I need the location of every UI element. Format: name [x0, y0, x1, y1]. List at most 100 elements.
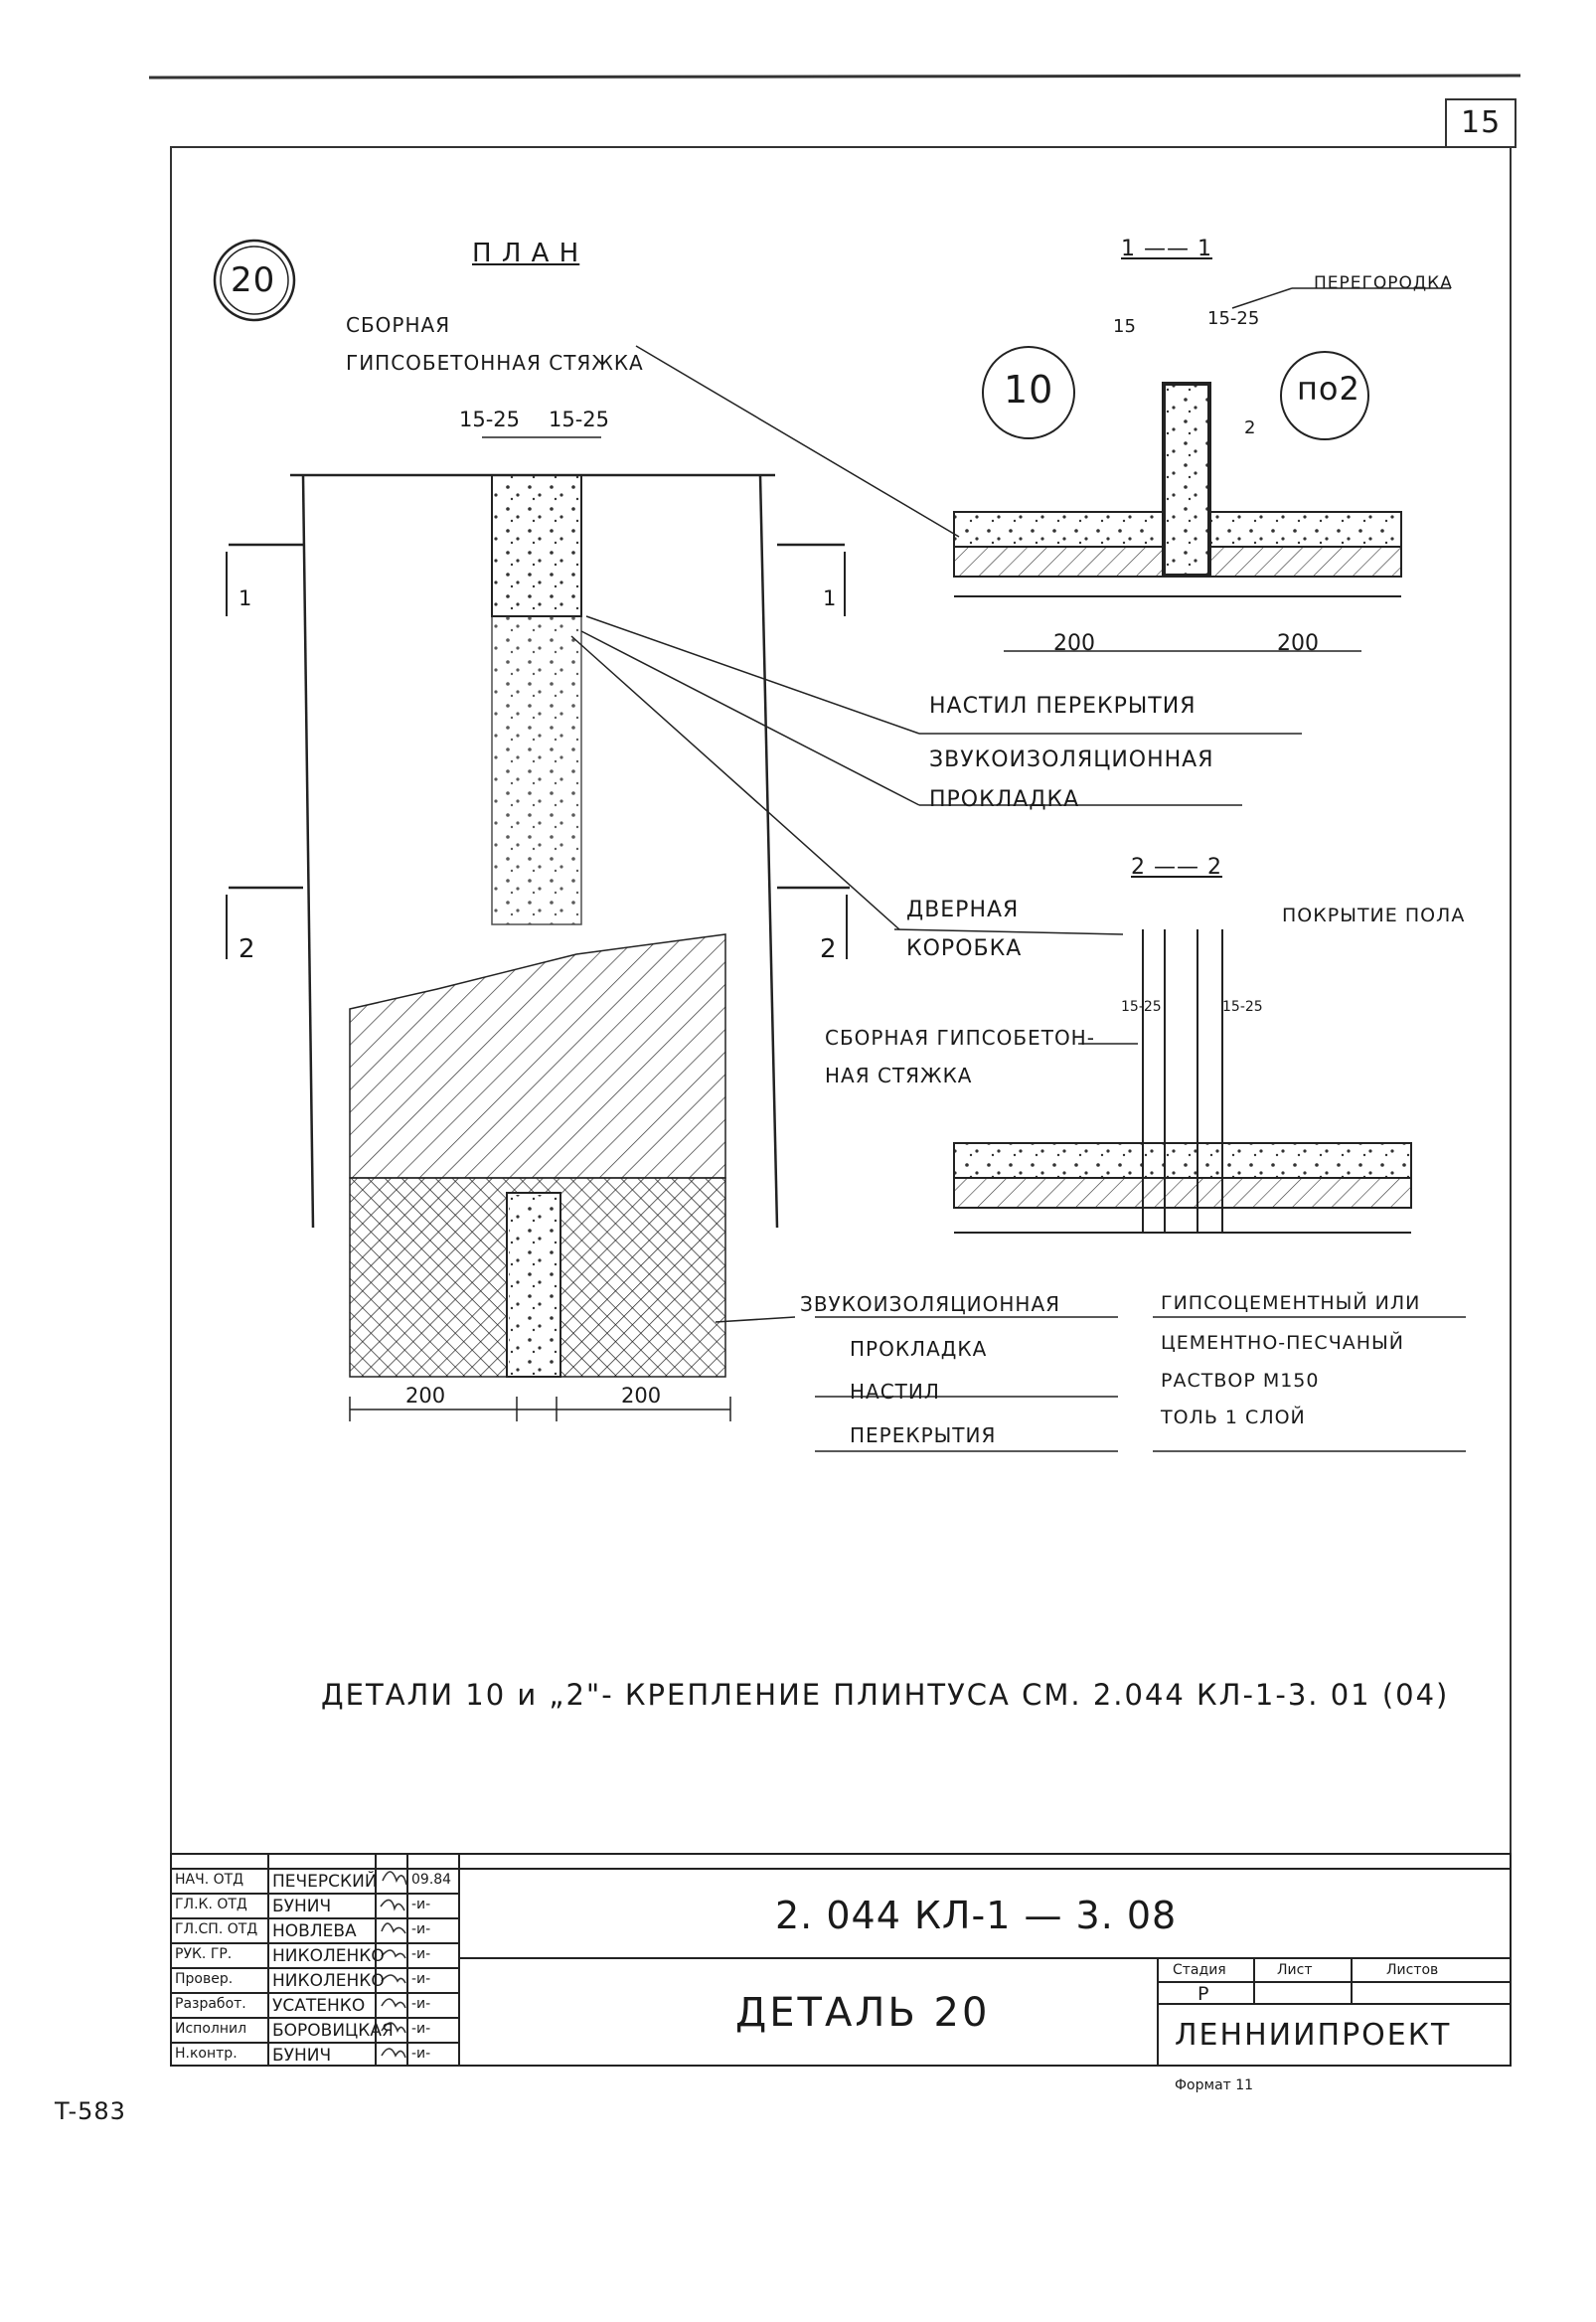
section-1-1-partition-label: ПЕРЕГОРОДКА — [1314, 273, 1453, 293]
plan-partition-top — [491, 474, 582, 617]
frame-top-line — [148, 74, 1521, 80]
plan-section-mark-1-right: 1 — [823, 586, 837, 610]
stage-value: Р — [1197, 1983, 1209, 2005]
signature-name: ПЕЧЕРСКИЙ — [272, 1872, 378, 1892]
signature-name: НИКОЛЕНКО — [272, 1946, 385, 1966]
section-1-1-title: 1 —— 1 — [1121, 237, 1212, 261]
plan-label-slab-1: НАСТИЛ — [850, 1380, 940, 1404]
signature-role: ГЛ.К. ОТД — [175, 1897, 247, 1912]
signature-date: 09.84 — [411, 1872, 452, 1888]
signature-row: Провер.НИКОЛЕНКО-и- — [175, 1968, 457, 1993]
page-number: 15 — [1461, 105, 1502, 140]
plan-partition-bottom-fill — [509, 1195, 559, 1375]
signature-row: Н.контр. БУНИЧ -и- — [175, 2043, 457, 2068]
signature-name: НОВЛЕВА — [272, 1921, 357, 1941]
detail-20-circle — [213, 239, 296, 322]
plan-dim-bottom-left: 200 — [405, 1384, 446, 1408]
signature-role: НАЧ. ОТД — [175, 1872, 244, 1888]
plan-dim-bottom-right: 200 — [621, 1384, 662, 1408]
signature-row: РУК. ГР. НИКОЛЕНКО -и- — [175, 1943, 457, 1968]
plan-title: П Л А Н — [472, 239, 580, 268]
plan-label-sound-insulation: ЗВУКОИЗОЛЯЦИОННАЯ — [800, 1292, 1061, 1316]
callout-door: ДВЕРНАЯ — [906, 898, 1020, 922]
signature-date: -и- — [411, 1897, 431, 1912]
signature-date: -и- — [411, 1921, 431, 1937]
signature-role: РУК. ГР. — [175, 1946, 233, 1962]
signature-date: -и- — [411, 1946, 431, 1962]
plan-dimension-lines — [349, 436, 731, 1421]
signature-row: Разработ. УСАТЕНКО -и- — [175, 1993, 457, 2018]
sheet-header: Лист — [1277, 1962, 1313, 1978]
signature-name: БУНИЧ — [272, 2046, 332, 2066]
plan-dim-gap-right: 15-25 — [549, 408, 610, 431]
callout-frame: КОРОБКА — [906, 936, 1023, 961]
plan-section-mark-1-left: 1 — [239, 586, 252, 610]
section-2-2-dim-left: 15-25 — [1121, 999, 1162, 1015]
signature-date: -и- — [411, 1996, 431, 2012]
signature-row: ГЛ.К. ОТД БУНИЧ -и- — [175, 1894, 457, 1918]
callout-sound-insulation: ЗВУКОИЗОЛЯЦИОННАЯ — [929, 747, 1214, 772]
detail-10-circle — [982, 346, 1075, 439]
callout-floor-slab: НАСТИЛ ПЕРЕКРЫТИЯ — [929, 694, 1197, 719]
title-block-grid — [170, 1853, 1512, 2067]
signature-row: ГЛ.СП. ОТД НОВЛЕВА -и- — [175, 1918, 457, 1943]
detail-10-label: 10 — [1004, 368, 1054, 412]
section-1-1-dim-200-left: 200 — [1053, 631, 1095, 656]
signature-name: УСАТЕНКО — [272, 1996, 366, 2016]
section-1-1-dim-15: 15 — [1113, 316, 1136, 337]
signature-row: Исполнил БОРОВИЦКАЯ -и- — [175, 2018, 457, 2043]
signature-role: Провер. — [175, 1971, 234, 1987]
detail-20-circle-inner — [220, 246, 289, 315]
detail-20-label: 20 — [231, 260, 276, 300]
section-2-2-drawing — [953, 929, 1412, 1234]
sheets-header: Листов — [1386, 1962, 1439, 1978]
signature-role: Разработ. — [175, 1996, 246, 2012]
signature-row: НАЧ. ОТД ПЕЧЕРСКИЙ 09.84 — [175, 1869, 457, 1894]
signature-date: -и- — [411, 2046, 431, 2062]
section-1-1-drawing — [953, 382, 1402, 652]
section-2-2-mortar-2: ЦЕМЕНТНО-ПЕСЧАНЫЙ — [1161, 1332, 1404, 1354]
detail-po2-circle — [1280, 351, 1369, 440]
section-1-1-dim-200-right: 200 — [1277, 631, 1319, 656]
plan-label-slab-2: ПЕРЕКРЫТИЯ — [850, 1423, 997, 1447]
format-label: Формат 11 — [1175, 2077, 1254, 2093]
section-2-2-mortar-1: ГИПСОЦЕМЕНТНЫЙ ИЛИ — [1161, 1292, 1421, 1314]
stage-header: Стадия — [1173, 1962, 1226, 1978]
plan-label-screed: СБОРНАЯ ГИПСОБЕТОННАЯ СТЯЖКА — [346, 313, 644, 375]
inventory-number: T-583 — [55, 2097, 126, 2125]
signature-date: -и- — [411, 1971, 431, 1987]
section-mark-arrows — [226, 552, 848, 959]
signature-scribbles — [380, 1871, 407, 2059]
section-2-2-screed-1: СБОРНАЯ ГИПСОБЕТОН- — [825, 1026, 1095, 1050]
section-2-2-title: 2 —— 2 — [1131, 855, 1222, 880]
callout-gasket: ПРОКЛАДКА — [929, 787, 1080, 812]
plan-partition-mid — [491, 615, 582, 925]
section-2-2-screed-2: НАЯ СТЯЖКА — [825, 1064, 973, 1087]
plinth-note: ДЕТАЛИ 10 и „2"- КРЕПЛЕНИЕ ПЛИНТУСА СМ. … — [321, 1678, 1450, 1712]
page-number-box — [1445, 98, 1516, 148]
signature-name: БОРОВИЦКАЯ — [272, 2021, 394, 2041]
section-2-2-tar: ТОЛЬ 1 СЛОЙ — [1161, 1407, 1306, 1428]
plan-section-mark-2-left: 2 — [239, 934, 255, 964]
section-1-1-dim-2: 2 — [1244, 417, 1256, 438]
section-2-2-dim-right: 15-25 — [1222, 999, 1263, 1015]
sheet-title: ДЕТАЛЬ 20 — [735, 1990, 991, 2036]
section-1-1-dim-15-25: 15-25 — [1207, 308, 1260, 329]
organization-name: ЛЕННИИПРОЕКТ — [1175, 2018, 1452, 2053]
detail-po2-label: по2 — [1297, 370, 1360, 408]
signature-role: Н.контр. — [175, 2046, 238, 2062]
signature-date: -и- — [411, 2021, 431, 2037]
signature-role: Исполнил — [175, 2021, 247, 2037]
section-2-2-mortar-3: РАСТВОР М150 — [1161, 1370, 1320, 1392]
plan-section-mark-2-right: 2 — [820, 934, 837, 964]
signature-name: БУНИЧ — [272, 1897, 332, 1916]
document-code: 2. 044 КЛ-1 — 3. 08 — [775, 1894, 1178, 1937]
section-2-2-floor-cover: ПОКРЫТИЕ ПОЛА — [1282, 905, 1466, 926]
plan-label-gasket: ПРОКЛАДКА — [850, 1337, 988, 1361]
leader-lines — [570, 287, 1466, 1452]
signature-role: ГЛ.СП. ОТД — [175, 1921, 258, 1937]
plan-dim-gap-left: 15-25 — [459, 408, 521, 431]
plan-hatch-upper — [349, 933, 726, 1179]
